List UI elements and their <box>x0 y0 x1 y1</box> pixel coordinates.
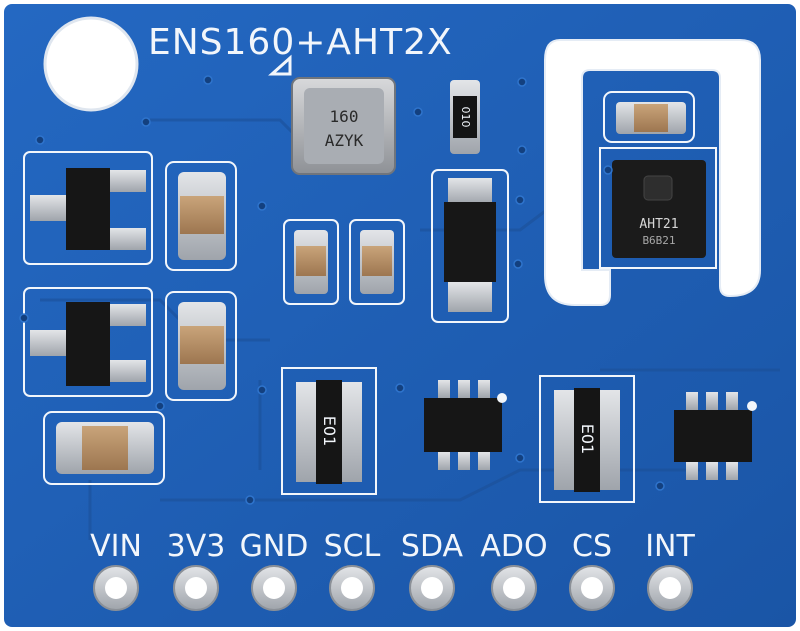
pin-label: GND <box>240 529 309 564</box>
capacitor-bottom-left <box>43 411 165 485</box>
transistor-top <box>23 151 153 265</box>
pin-header: VIN 3V3 GND SCL SDA ADO CS INT <box>90 529 695 611</box>
ens160-marking-line2: AZYK <box>325 131 364 150</box>
aht21-chip: AHT21 B6B21 <box>599 147 717 269</box>
pin-hole <box>503 577 525 599</box>
ens160-marking-line1: 160 <box>330 107 359 126</box>
resistor-small-marking: 010 <box>459 107 472 128</box>
pin-hole <box>581 577 603 599</box>
resistor-small: 010 <box>450 80 480 154</box>
aht-capacitor <box>603 91 695 143</box>
board-title: ENS160+AHT2X <box>148 22 453 63</box>
ic-right <box>674 392 757 480</box>
pin-label: ADO <box>480 529 547 564</box>
pin-hole <box>185 577 207 599</box>
ic-center <box>424 380 507 470</box>
pin-label: INT <box>645 529 695 564</box>
pin-label: VIN <box>90 529 142 564</box>
pin-hole <box>263 577 285 599</box>
thermal-isolation-slot <box>544 39 761 306</box>
capacitor-left-bottom <box>165 291 237 401</box>
pin-label: CS <box>572 529 612 564</box>
pin-label: SDA <box>401 529 464 564</box>
pin-hole <box>659 577 681 599</box>
pin-hole <box>421 577 443 599</box>
capacitor-left-top <box>165 161 237 271</box>
vias <box>19 75 665 505</box>
transistor-bottom <box>23 287 153 397</box>
pin-hole <box>105 577 127 599</box>
aht-marking-line1: AHT21 <box>639 217 678 232</box>
ens160-chip: 160 AZYK <box>291 77 396 175</box>
capacitor-center-left <box>283 219 339 305</box>
resistor-array-left: E01 <box>281 367 377 495</box>
mounting-hole <box>43 16 139 112</box>
pin1-marker-icon <box>268 54 292 76</box>
resistor-array-left-marking: E01 <box>320 416 339 446</box>
pin-label: 3V3 <box>167 529 226 564</box>
diode <box>431 169 509 323</box>
resistor-array-right-marking: E01 <box>578 424 597 454</box>
aht-marking-line2: B6B21 <box>642 234 675 247</box>
capacitor-center-right <box>349 219 405 305</box>
resistor-array-right: E01 <box>539 375 635 503</box>
pin-hole <box>341 577 363 599</box>
pin-label: SCL <box>324 529 381 564</box>
